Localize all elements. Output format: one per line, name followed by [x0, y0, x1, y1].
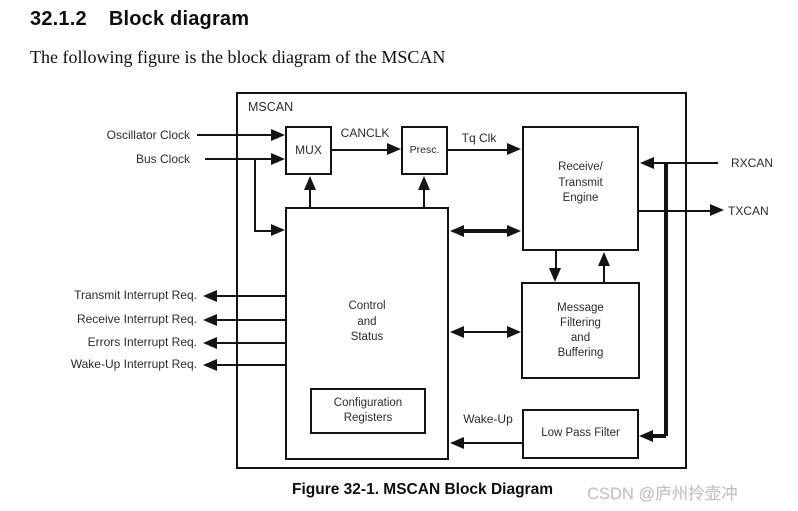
rxcan-branch-vline: [664, 162, 668, 436]
control-status-line3: Status: [350, 331, 384, 344]
bus-clock-line: [205, 158, 273, 160]
low-pass-filter-label: Low Pass Filter: [541, 427, 620, 440]
section-number: 32.1.2: [30, 8, 87, 30]
message-filtering-block: Message Filtering and Buffering: [521, 282, 640, 379]
transmit-irq-label: Transmit Interrupt Req.: [74, 288, 197, 302]
rx-tx-engine-line3: Engine: [562, 192, 599, 205]
control-filtering-right-arrowhead-icon: [507, 326, 521, 338]
canclk-label: CANCLK: [340, 126, 390, 140]
txcan-line: [639, 210, 710, 212]
control-filtering-bus-line: [462, 331, 509, 333]
engine-to-filtering-arrowhead-icon: [549, 268, 561, 282]
txcan-arrowhead-icon: [710, 204, 724, 216]
mux-label: MUX: [295, 142, 322, 157]
prescaler-label: Presc.: [409, 143, 440, 156]
bus-clock-label: Bus Clock: [135, 152, 190, 166]
control-status-line2: and: [357, 315, 377, 328]
oscillator-clock-label: Oscillator Clock: [106, 128, 190, 142]
control-status-label: Control and Status: [348, 299, 385, 346]
rxcan-label: RXCAN: [731, 156, 774, 170]
prescaler-block: Presc.: [401, 126, 448, 175]
engine-to-filtering-vline: [555, 251, 557, 270]
message-filtering-line1: Message: [557, 301, 604, 314]
section-title: Block diagram: [108, 8, 250, 30]
message-filtering-line3: and: [570, 331, 591, 344]
rxcan-to-lpf-arrowhead-icon: [639, 430, 653, 442]
wake-up-arrowhead-icon: [450, 437, 464, 449]
receive-irq-label: Receive Interrupt Req.: [76, 312, 197, 326]
message-filtering-line2: Filtering: [560, 316, 601, 329]
config-registers-line2: Registers: [343, 412, 393, 424]
wake-up-line: [462, 442, 522, 444]
config-registers-block: Configuration Registers: [310, 388, 426, 434]
low-pass-filter-block: Low Pass Filter: [522, 409, 639, 459]
mscan-label: MSCAN: [248, 100, 294, 114]
intro-paragraph: The following figure is the block diagra…: [30, 47, 446, 67]
receive-irq-arrowhead-icon: [203, 314, 217, 326]
errors-irq-label: Errors Interrupt Req.: [87, 335, 197, 349]
control-status-line1: Control: [348, 300, 386, 313]
tq-clk-label: Tq Clk: [461, 131, 497, 145]
bus-clock-arrowhead-icon: [271, 153, 285, 165]
canclk-line: [332, 149, 388, 151]
control-to-presc-vline: [423, 188, 425, 208]
mscan-container-box: MSCAN: [236, 92, 687, 469]
rx-tx-engine-line1: Receive/: [558, 161, 603, 174]
tq-clk-arrowhead-icon: [507, 143, 521, 155]
bus-clock-branch-vline: [254, 158, 256, 232]
rxcan-line: [652, 162, 718, 164]
csdn-watermark: CSDN @庐州拎壶冲: [587, 485, 738, 503]
bus-clock-branch-arrowhead-icon: [271, 224, 285, 236]
rx-tx-engine-block: Receive/ Transmit Engine: [522, 126, 639, 251]
control-filtering-left-arrowhead-icon: [450, 326, 464, 338]
canclk-arrowhead-icon: [387, 143, 401, 155]
oscillator-clock-arrowhead-icon: [271, 129, 285, 141]
control-to-mux-vline: [309, 188, 311, 208]
rx-tx-engine-label: Receive/ Transmit Engine: [558, 160, 603, 207]
errors-irq-line: [215, 342, 285, 344]
section-heading: 32.1.2 Block diagram: [30, 8, 249, 31]
control-engine-right-arrowhead-icon: [507, 225, 521, 237]
filtering-to-engine-arrowhead-icon: [598, 252, 610, 266]
wakeup-irq-line: [215, 364, 285, 366]
mux-block: MUX: [285, 126, 332, 175]
wakeup-irq-arrowhead-icon: [203, 359, 217, 371]
filtering-to-engine-vline: [603, 264, 605, 282]
tq-clk-line: [448, 149, 509, 151]
control-engine-left-arrowhead-icon: [450, 225, 464, 237]
transmit-irq-arrowhead-icon: [203, 290, 217, 302]
wake-up-label: Wake-Up: [463, 412, 513, 426]
wakeup-irq-label: Wake-Up Interrupt Req.: [70, 357, 197, 371]
control-to-mux-arrowhead-icon: [304, 176, 316, 190]
message-filtering-line4: Buffering: [557, 346, 604, 359]
config-registers-line1: Configuration: [333, 396, 403, 409]
figure-caption: Figure 32-1. MSCAN Block Diagram: [292, 481, 553, 498]
control-to-presc-arrowhead-icon: [418, 176, 430, 190]
control-engine-bus-line: [462, 229, 509, 233]
bus-clock-branch-hline: [254, 230, 272, 232]
rxcan-arrowhead-icon: [640, 157, 654, 169]
receive-irq-line: [215, 319, 285, 321]
rx-tx-engine-line2: Transmit: [558, 176, 603, 189]
transmit-irq-line: [215, 295, 285, 297]
rxcan-to-lpf-hline: [652, 434, 666, 438]
errors-irq-arrowhead-icon: [203, 337, 217, 349]
txcan-label: TXCAN: [728, 204, 769, 218]
oscillator-clock-line: [197, 134, 273, 136]
